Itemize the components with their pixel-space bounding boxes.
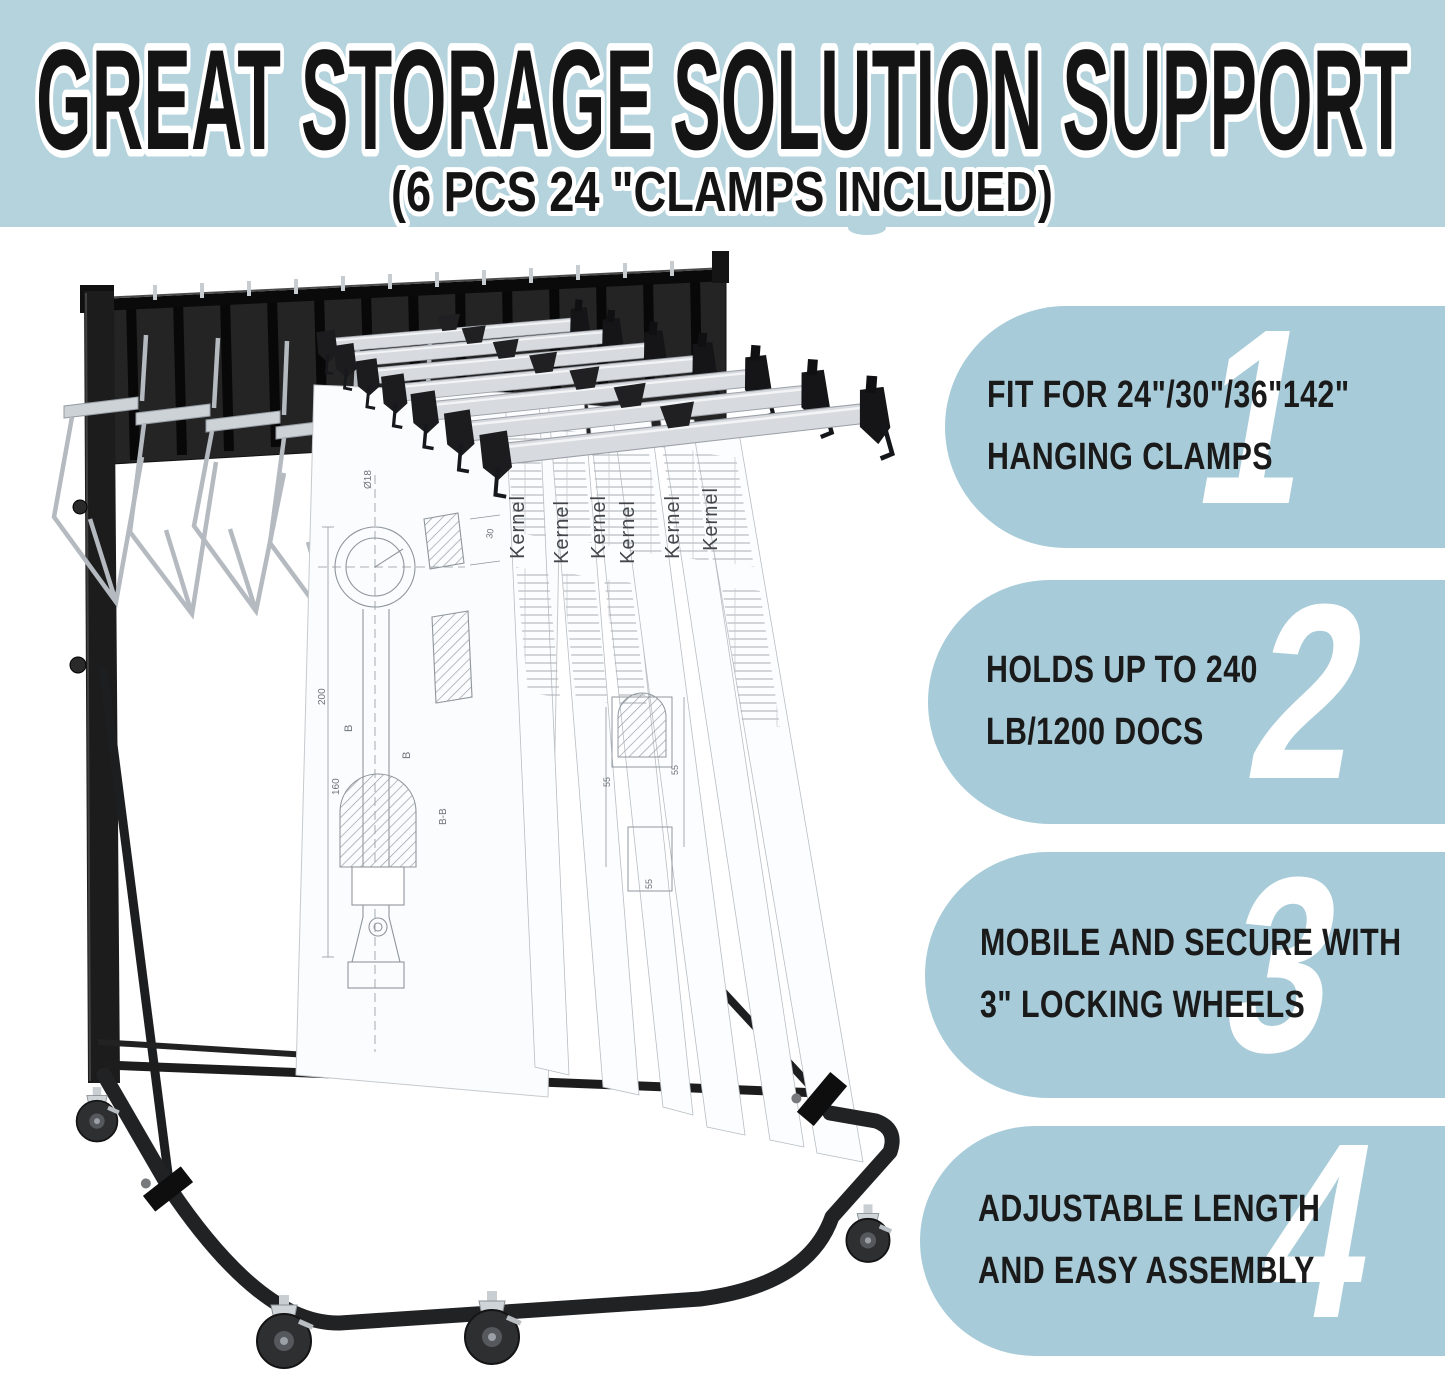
feature-2-line-2: LB/1200 DOCS	[986, 711, 1204, 753]
caster-front-left	[256, 1295, 314, 1369]
svg-text:30: 30	[484, 528, 496, 540]
clamp-pegs	[153, 261, 674, 300]
feature-bubble-2: 2 HOLDS UP TO 240 LB/1200 DOCS	[928, 552, 1445, 831]
svg-text:160: 160	[331, 778, 342, 795]
drawing-detail-2	[605, 692, 685, 892]
svg-text:Ø18: Ø18	[363, 470, 374, 489]
svg-text:55: 55	[670, 765, 680, 775]
feature-1-line-2: HANGING CLAMPS	[987, 436, 1273, 478]
feature-bubble-3: 3 MOBILE AND SECURE WITH 3" LOCKING WHEE…	[925, 825, 1445, 1104]
caster-front-right	[464, 1291, 522, 1365]
band-edge-bump	[848, 221, 886, 235]
adjust-knob	[72, 499, 88, 515]
svg-text:B-B: B-B	[438, 808, 449, 825]
clamp-label: Kernel	[662, 495, 684, 559]
adjust-knob-lower	[69, 656, 87, 674]
caster-rear-left	[75, 1087, 120, 1143]
clamp-label: Kernel	[507, 495, 529, 559]
technical-drawing	[318, 475, 501, 1052]
rack-frame-left	[69, 291, 175, 1190]
feature-2-line-1: HOLDS UP TO 240	[986, 649, 1258, 692]
clamp-label: Kernel	[588, 495, 610, 559]
mobile-blueprint-rack-photo: Kernel Kernel Kernel Kernel Kernel Kerne…	[51, 251, 900, 1369]
title-block: GREAT STORAGE SOLUTION SUPPORT (6 PCS 24…	[29, 14, 1416, 228]
clamp-label: Kernel	[551, 500, 573, 564]
kernel-labels: Kernel Kernel Kernel Kernel Kernel Kerne…	[507, 487, 722, 564]
blueprint-sheets: Kernel Kernel Kernel Kernel Kernel Kerne…	[295, 384, 864, 1163]
svg-text:200: 200	[317, 688, 328, 705]
top-rail	[99, 269, 727, 311]
rack-base	[96, 1067, 900, 1331]
base-rail	[96, 1067, 900, 1331]
feature-4-line-1: ADJUSTABLE LENGTH	[978, 1188, 1321, 1231]
feature-bubble-4: 4 ADJUSTABLE LENGTH AND EASY ASSEMBLY	[920, 1091, 1445, 1370]
feature-4-line-2: AND EASY ASSEMBLY	[978, 1250, 1315, 1292]
page-title: GREAT STORAGE SOLUTION SUPPORT	[36, 21, 1408, 180]
feature-1-line-1: FIT FOR 24"/30"/36"142"	[987, 374, 1350, 417]
svg-text:B: B	[401, 752, 413, 759]
rail-end-cap-right	[712, 251, 729, 283]
svg-text:55: 55	[644, 879, 654, 889]
feature-bubble-1: 1 FIT FOR 24"/30"/36"142" HANGING CLAMPS	[945, 277, 1445, 556]
feature-3-line-1: MOBILE AND SECURE WITH	[980, 922, 1402, 965]
title-band	[0, 0, 1445, 227]
clamp-label: Kernel	[617, 500, 639, 564]
svg-text:55: 55	[602, 777, 612, 787]
telescope-connector-right	[791, 1072, 848, 1126]
page-subtitle: (6 PCS 24 "CLAMPS INCLUED)	[391, 160, 1053, 224]
caster-rear-right	[845, 1204, 893, 1263]
svg-text:B: B	[343, 725, 355, 732]
drawing-annotations: Ø18 200 160 B B 30 55 55 55 B-B	[317, 470, 680, 889]
caster-wheels	[75, 1087, 893, 1369]
clamp-label: Kernel	[700, 487, 722, 551]
feature-3-line-2: 3" LOCKING WHEELS	[980, 984, 1306, 1026]
clamped-sheet-strips	[504, 392, 864, 1163]
diagonal-brace	[98, 666, 175, 1190]
telescope-connector-left	[140, 1166, 194, 1212]
